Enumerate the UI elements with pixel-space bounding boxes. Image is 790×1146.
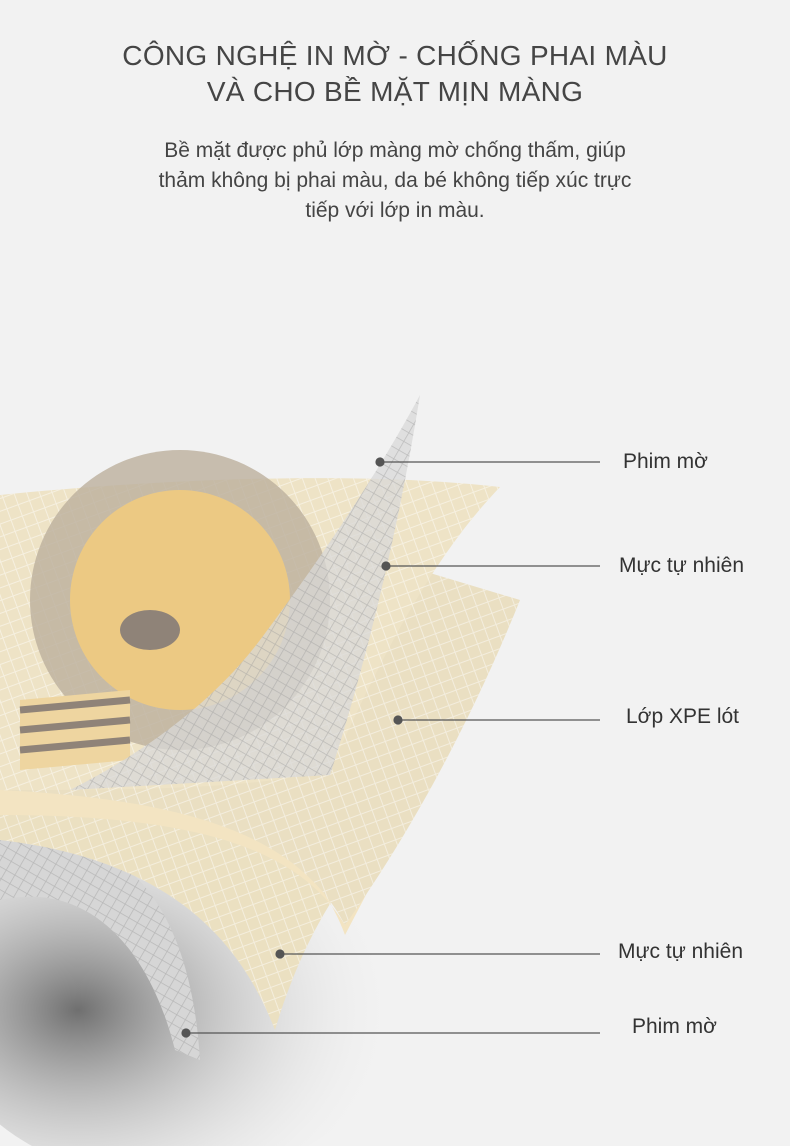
label-xpe-core: Lớp XPE lót — [626, 705, 739, 728]
description: Bề mặt được phủ lớp màng mờ chống thấm, … — [95, 136, 695, 226]
description-line-3: tiếp với lớp in màu. — [305, 199, 485, 222]
label-top-ink: Mực tự nhiên — [619, 554, 744, 577]
label-bottom-film: Phim mờ — [632, 1015, 717, 1038]
label-top-film: Phim mờ — [623, 450, 708, 473]
description-line-1: Bề mặt được phủ lớp màng mờ chống thấm, … — [164, 139, 626, 162]
label-bottom-ink: Mực tự nhiên — [618, 940, 743, 963]
title-line-2: VÀ CHO BỀ MẶT MỊN MÀNG — [206, 76, 584, 107]
page-title: CÔNG NGHỆ IN MỜ - CHỐNG PHAI MÀU VÀ CHO … — [0, 38, 790, 110]
title-line-1: CÔNG NGHỆ IN MỜ - CHỐNG PHAI MÀU — [122, 40, 668, 71]
lion-face — [70, 490, 290, 710]
description-line-2: thảm không bị phai màu, da bé không tiếp… — [158, 169, 632, 192]
